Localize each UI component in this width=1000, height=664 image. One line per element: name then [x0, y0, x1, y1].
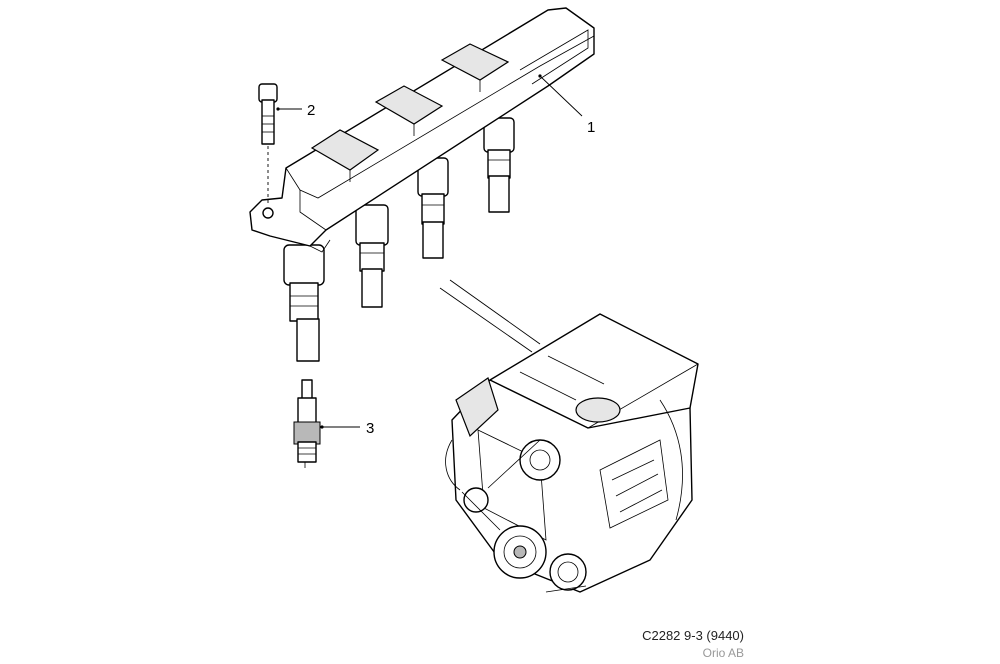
callout-1: 1 — [538, 74, 595, 136]
callout-1-label: 1 — [587, 119, 595, 136]
copyright-text: Orio AB — [702, 646, 744, 660]
coil-tower-3 — [417, 157, 449, 259]
coil-tower-4 — [483, 117, 515, 213]
coil-tower-2 — [355, 204, 389, 308]
spark-plug — [293, 379, 321, 468]
coil-tower-1 — [283, 244, 325, 362]
callout-3: 3 — [320, 420, 374, 437]
callout-2-label: 2 — [307, 102, 315, 119]
callout-3-label: 3 — [366, 420, 374, 437]
ignition-cassette — [249, 7, 595, 362]
bolt — [258, 83, 278, 145]
engine-assembly — [439, 279, 699, 593]
callout-2: 2 — [276, 102, 315, 119]
diagram-reference: C2282 9-3 (9440) — [642, 628, 744, 643]
